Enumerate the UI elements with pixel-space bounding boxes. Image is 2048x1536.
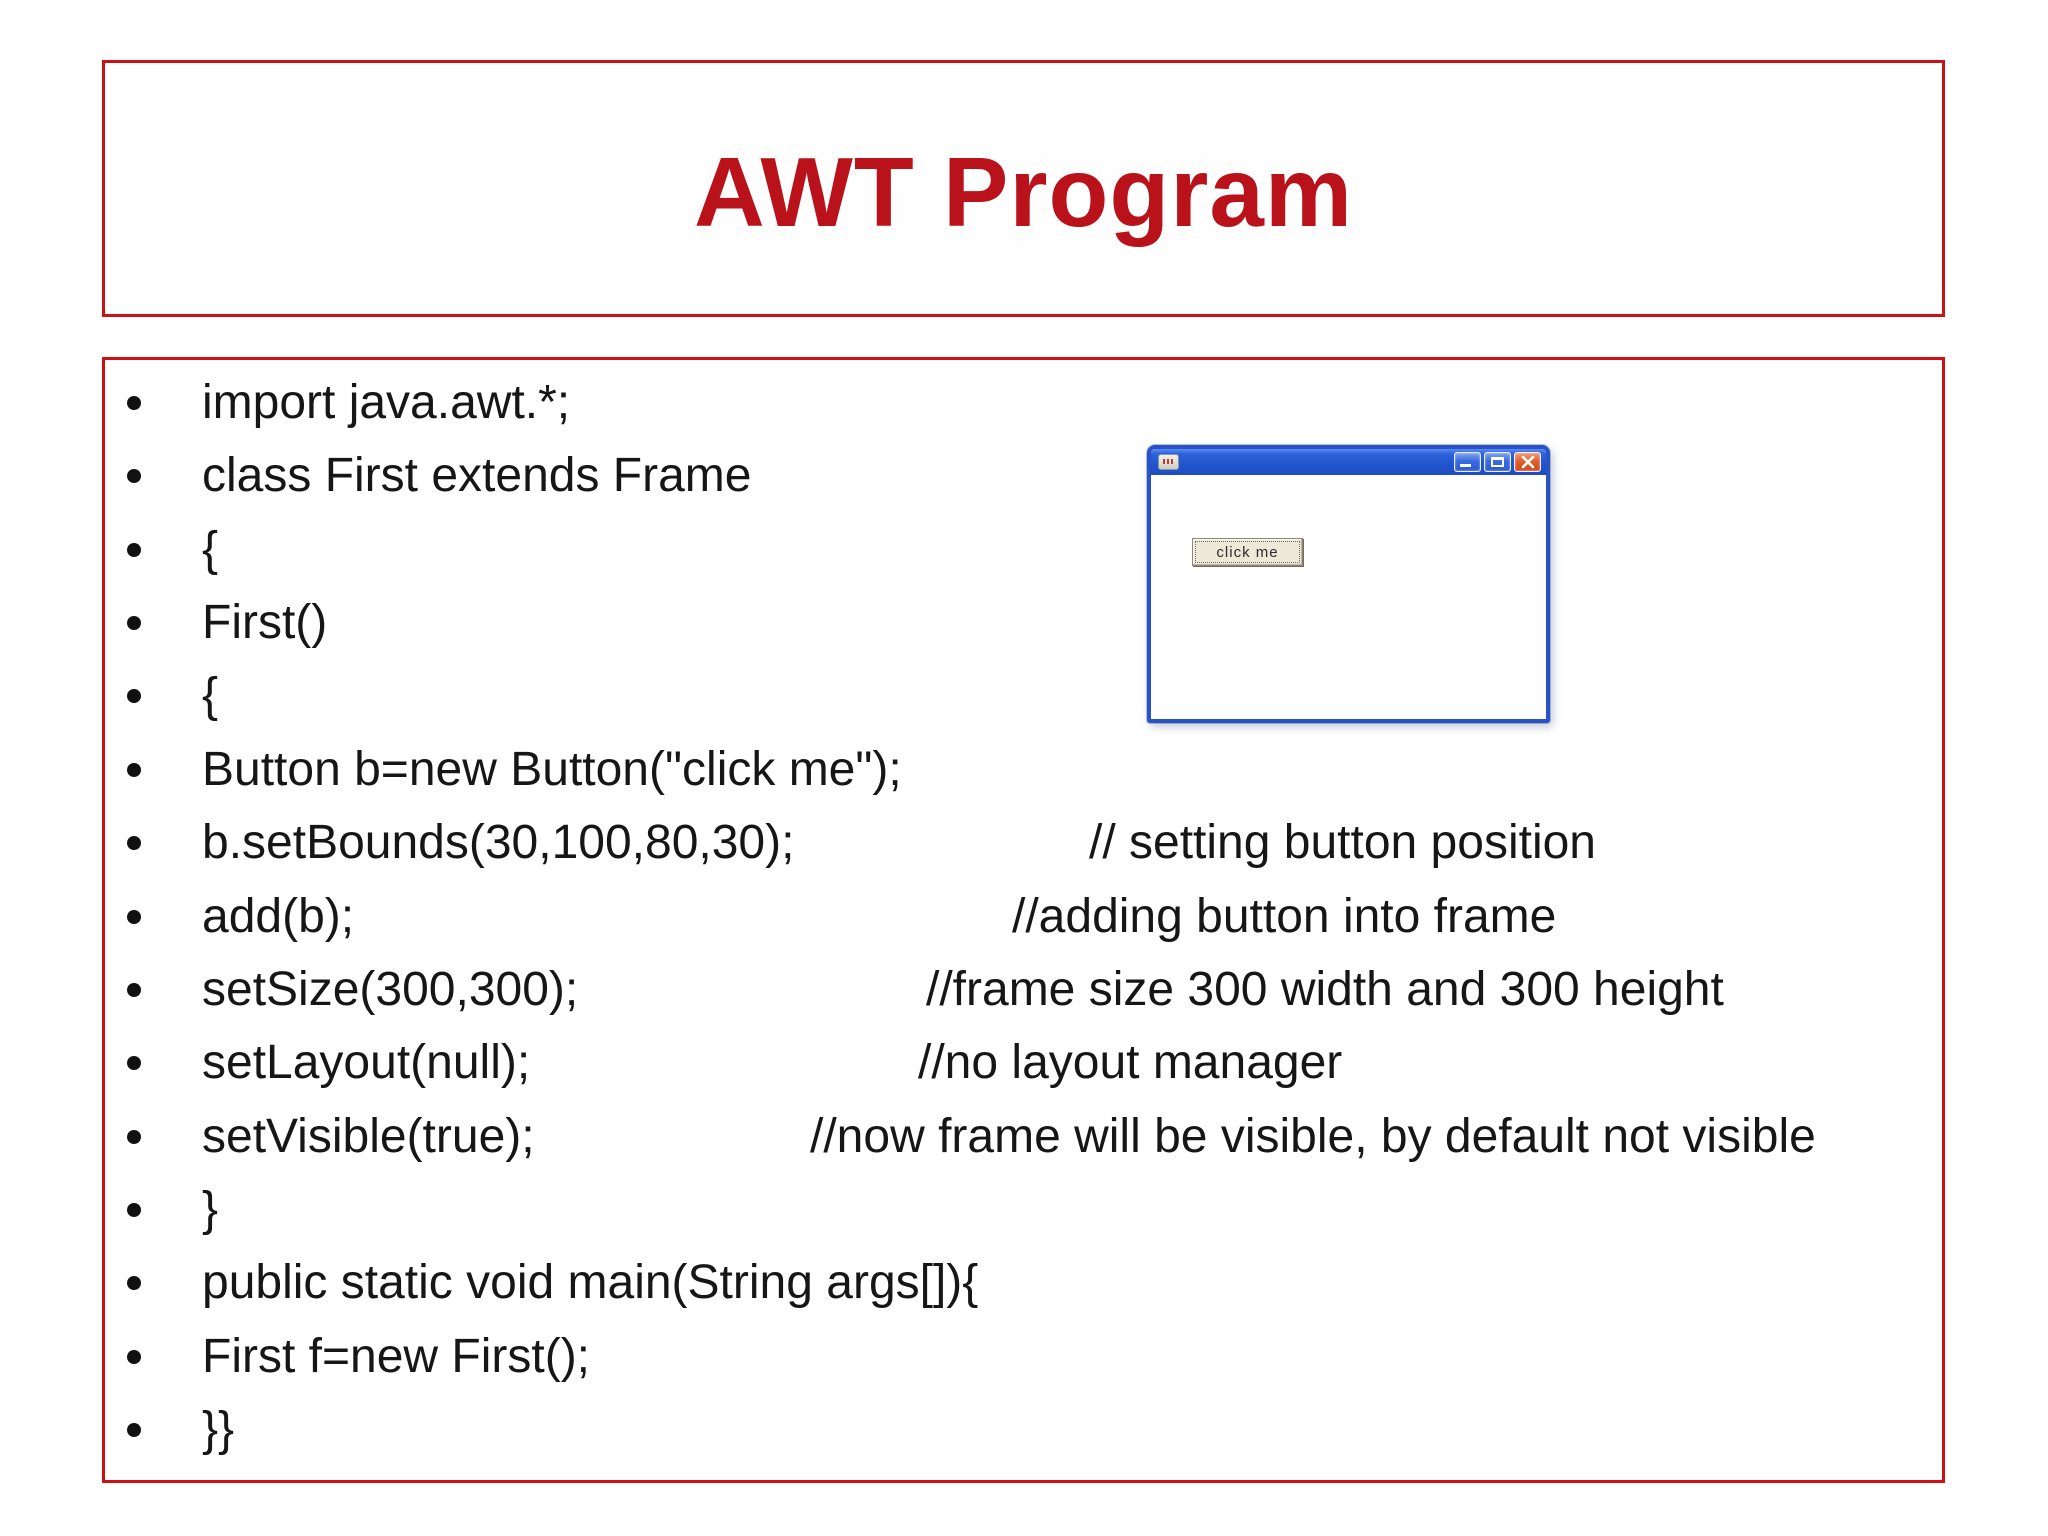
code-text: class First extends Frame bbox=[202, 449, 752, 502]
code-line: }} bbox=[102, 1393, 1945, 1466]
awt-window-titlebar bbox=[1151, 449, 1546, 475]
code-line: setLayout(null); //no layout manager bbox=[102, 1026, 1945, 1099]
code-text: public static void main(String args[]){ bbox=[202, 1256, 979, 1309]
code-text: First() bbox=[202, 596, 328, 649]
code-line: public static void main(String args[]){ bbox=[102, 1246, 1945, 1319]
code-line: setVisible(true); //now frame will be vis… bbox=[102, 1100, 1945, 1173]
bullet-icon bbox=[127, 615, 141, 630]
bullet-icon bbox=[127, 1055, 141, 1070]
bullet-icon bbox=[127, 909, 141, 924]
code-text: }} bbox=[202, 1403, 235, 1456]
awt-window-body: click me bbox=[1151, 475, 1546, 719]
bullet-icon bbox=[127, 395, 141, 410]
bullet-icon bbox=[127, 762, 141, 777]
code-text: First f=new First(); bbox=[202, 1330, 591, 1383]
minimize-button[interactable] bbox=[1454, 452, 1481, 472]
code-line: First f=new First(); bbox=[102, 1320, 1945, 1393]
code-line: First() bbox=[102, 586, 1945, 659]
code-comment: //no layout manager bbox=[918, 1036, 1343, 1089]
maximize-button[interactable] bbox=[1484, 452, 1511, 472]
minimize-icon bbox=[1460, 464, 1471, 467]
title-box: AWT Program bbox=[102, 60, 1945, 317]
close-icon bbox=[1521, 455, 1535, 469]
maximize-icon bbox=[1491, 457, 1504, 467]
code-line: { bbox=[102, 513, 1945, 586]
code-line: b.setBounds(30,100,80,30); // setting but… bbox=[102, 806, 1945, 879]
bullet-icon bbox=[127, 1129, 141, 1144]
bullet-icon bbox=[127, 1202, 141, 1217]
code-line: } bbox=[102, 1173, 1945, 1246]
code-text: setSize(300,300); bbox=[202, 963, 579, 1016]
code-line: class First extends Frame bbox=[102, 439, 1945, 512]
code-line: add(b); //adding button into frame bbox=[102, 880, 1945, 953]
awt-window: click me bbox=[1147, 445, 1550, 723]
page-title: AWT Program bbox=[694, 136, 1353, 247]
code-text: Button b=new Button("click me"); bbox=[202, 743, 902, 796]
code-text: setLayout(null); bbox=[202, 1036, 531, 1089]
code-comment: // setting button position bbox=[1089, 816, 1596, 869]
code-line: setSize(300,300); //frame size 300 width … bbox=[102, 953, 1945, 1026]
bullet-icon bbox=[127, 468, 141, 483]
code-line: import java.awt.*; bbox=[102, 366, 1945, 439]
bullet-icon bbox=[127, 542, 141, 557]
code-text: add(b); bbox=[202, 890, 355, 943]
code-text: { bbox=[202, 669, 219, 722]
window-controls bbox=[1454, 452, 1541, 472]
code-text: import java.awt.*; bbox=[202, 376, 571, 429]
bullet-icon bbox=[127, 688, 141, 703]
bullet-icon bbox=[127, 1422, 141, 1437]
code-comment: //frame size 300 width and 300 height bbox=[926, 963, 1724, 1016]
code-line: Button b=new Button("click me"); bbox=[102, 733, 1945, 806]
bullet-icon bbox=[127, 835, 141, 850]
bullet-icon bbox=[127, 1349, 141, 1364]
code-text: setVisible(true); bbox=[202, 1110, 535, 1163]
bullet-icon bbox=[127, 1275, 141, 1290]
button-focus-ring bbox=[1195, 541, 1300, 563]
app-icon bbox=[1158, 454, 1179, 470]
code-text: { bbox=[202, 523, 219, 576]
code-text: } bbox=[202, 1183, 219, 1236]
code-comment: //now frame will be visible, by default … bbox=[810, 1110, 1816, 1163]
code-text: b.setBounds(30,100,80,30); bbox=[202, 816, 795, 869]
code-line: { bbox=[102, 659, 1945, 732]
click-me-button[interactable]: click me bbox=[1192, 538, 1303, 566]
bullet-icon bbox=[127, 982, 141, 997]
code-box bbox=[102, 357, 1945, 1483]
close-button[interactable] bbox=[1514, 452, 1541, 472]
code-comment: //adding button into frame bbox=[1012, 890, 1557, 943]
